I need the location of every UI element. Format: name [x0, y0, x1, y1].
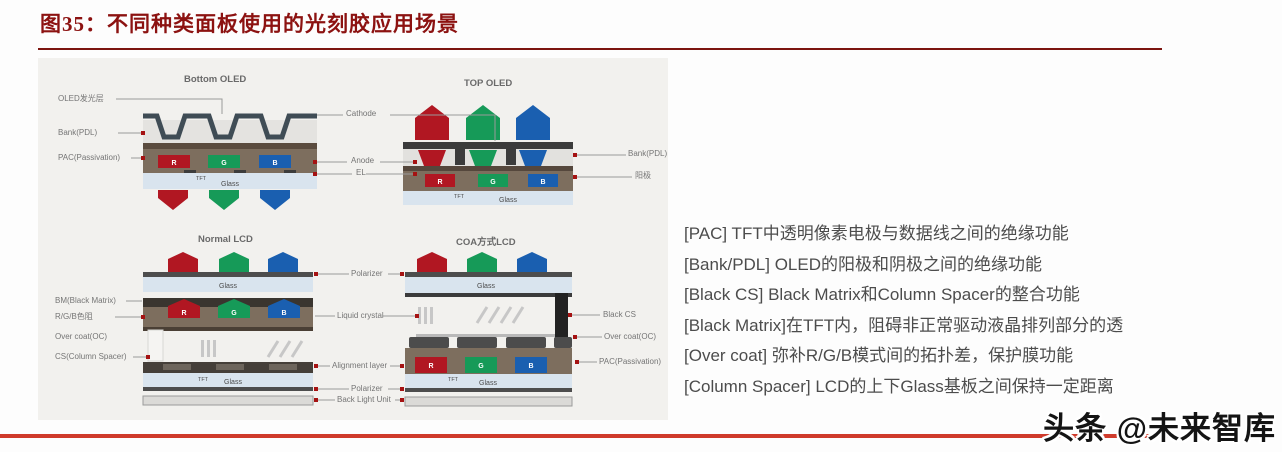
liquid-crystal-hatches: [475, 306, 525, 324]
diagram-normal-lcd-title: Normal LCD: [198, 234, 253, 245]
up-arrow-red: [417, 252, 447, 272]
label-over-coat: Over coat(OC): [55, 332, 108, 341]
cathode-top-layer: [403, 142, 573, 149]
label-liquid-crystal: Liquid crystal: [337, 311, 384, 320]
up-arrow-green: [466, 105, 500, 140]
note-line: [PAC] TFT中透明像素电极与数据线之间的绝缘功能: [684, 224, 1069, 243]
watermark-text: 头条 @未来智库: [1043, 411, 1276, 446]
diagram-top-oled-title: TOP OLED: [464, 78, 513, 89]
label-pac-passivation: PAC(Passivation): [58, 153, 121, 162]
label-bank-pdl: Bank(PDL): [58, 128, 98, 137]
label-alignment-layer: Alignment layer: [332, 361, 388, 370]
label-polarizer-top: Polarizer: [351, 269, 383, 278]
rgb-letter-g: G: [221, 160, 227, 167]
top-oled-stack: R G B TFT Glass: [403, 105, 573, 205]
polarizer-strip: [405, 388, 572, 392]
polarizer-strip: [143, 272, 313, 277]
up-arrow-green: [219, 252, 249, 272]
marker-dots: [141, 131, 579, 402]
label-bm-black-matrix: BM(Black Matrix): [55, 296, 116, 305]
column-spacer-pillar: [147, 329, 164, 362]
tft-word: TFT: [196, 176, 207, 182]
up-arrow-blue: [268, 252, 298, 272]
figure-panel: R G B TFT Glass: [38, 58, 668, 420]
diagram-bottom-oled-title: Bottom OLED: [184, 74, 247, 85]
up-arrow-blue: [516, 105, 550, 140]
liquid-crystal-hatches: [266, 340, 304, 358]
up-arrow-red: [415, 105, 449, 140]
diagrams-graphic: R G B TFT Glass: [115, 98, 632, 407]
rgb-letter-b: B: [272, 160, 277, 167]
tft-word: TFT: [454, 194, 465, 200]
up-arrow-red: [168, 252, 198, 272]
glass-word: Glass: [499, 197, 517, 204]
down-arrow-red: [158, 190, 188, 210]
bottom-oled-stack: R G B TFT Glass: [143, 113, 317, 210]
rgb-letter-b: B: [281, 310, 286, 317]
normal-lcd-stack: Glass R G B: [142, 252, 314, 406]
rgb-letter-r: R: [181, 310, 186, 317]
rgb-letter-g: G: [231, 310, 237, 317]
glass-word: Glass: [221, 181, 239, 188]
figure-caption: 图35：不同种类面板使用的光刻胶应用场景: [40, 12, 459, 36]
note-line: [Column Spacer] LCD的上下Glass基板之间保持一定距离: [684, 376, 1114, 396]
blue-subpixel: [259, 155, 291, 168]
label-coa-over-coat: Over coat(OC): [604, 332, 657, 341]
note-line: [Over coat] 弥补R/G/B模式间的拓扑差，保护膜功能: [684, 346, 1074, 365]
label-back-light-unit: Back Light Unit: [337, 395, 391, 404]
label-black-cs: Black CS: [603, 310, 636, 319]
rgb-letter-b: B: [540, 179, 545, 186]
connector-lines: [115, 98, 632, 401]
up-arrow-blue: [517, 252, 547, 272]
diagram-coa-lcd-title: COA方式LCD: [456, 237, 516, 248]
alignment-layer-line: [416, 334, 555, 337]
green-subpixel: [208, 155, 240, 168]
up-arrow-green: [467, 252, 497, 272]
black-cs-column: [555, 293, 568, 339]
note-line: [Black Matrix]在TFT内，阻碍非正常驱动液晶排列部分的透: [684, 315, 1124, 335]
cathode-wavy-layer: [143, 113, 317, 140]
note-line: [Bank/PDL] OLED的阳极和阴极之间的绝缘功能: [684, 254, 1043, 274]
down-arrow-green: [209, 190, 239, 210]
tft-word: TFT: [198, 377, 209, 383]
down-arrow-blue: [260, 190, 290, 210]
label-el: EL: [356, 168, 366, 177]
label-cathode: Cathode: [346, 109, 377, 118]
glass-word: Glass: [477, 283, 495, 290]
rgb-letter-g: G: [490, 179, 496, 186]
label-top-anode: 阳极: [635, 171, 651, 180]
note-line: [Black CS] Black Matrix和Column Spacer的整合…: [684, 285, 1080, 304]
caption-underline: [38, 48, 1162, 50]
polarizer-strip: [143, 387, 313, 391]
rgb-letter-r: R: [428, 363, 433, 370]
rgb-letter-g: G: [478, 363, 484, 370]
rgb-letter-r: R: [437, 179, 442, 186]
label-coa-pac: PAC(Passivation): [599, 357, 662, 366]
label-top-bank-pdl: Bank(PDL): [628, 149, 668, 158]
label-anode: Anode: [351, 156, 375, 165]
label-polarizer-bottom: Polarizer: [351, 384, 383, 393]
coa-lcd-stack: Glass: [404, 252, 573, 407]
red-subpixel: [158, 155, 190, 168]
glass-word: Glass: [224, 379, 242, 386]
label-cs-column-spacer: CS(Column Spacer): [55, 352, 127, 361]
glass-word: Glass: [219, 283, 237, 290]
tft-word: TFT: [448, 377, 459, 383]
polarizer-strip: [405, 272, 572, 277]
backlight-strip: [404, 396, 573, 407]
rgb-letter-b: B: [528, 363, 533, 370]
glass-word: Glass: [479, 380, 497, 387]
rgb-letter-r: R: [171, 160, 176, 167]
backlight-strip: [142, 395, 314, 406]
label-rgb-color-resist: R/G/B色阻: [55, 312, 93, 321]
bottom-red-rule: [0, 434, 1175, 438]
label-oled-emitting-layer: OLED发光层: [58, 94, 104, 103]
notes-block: [PAC] TFT中透明像素电极与数据线之间的绝缘功能 [Bank/PDL] O…: [684, 219, 1244, 402]
